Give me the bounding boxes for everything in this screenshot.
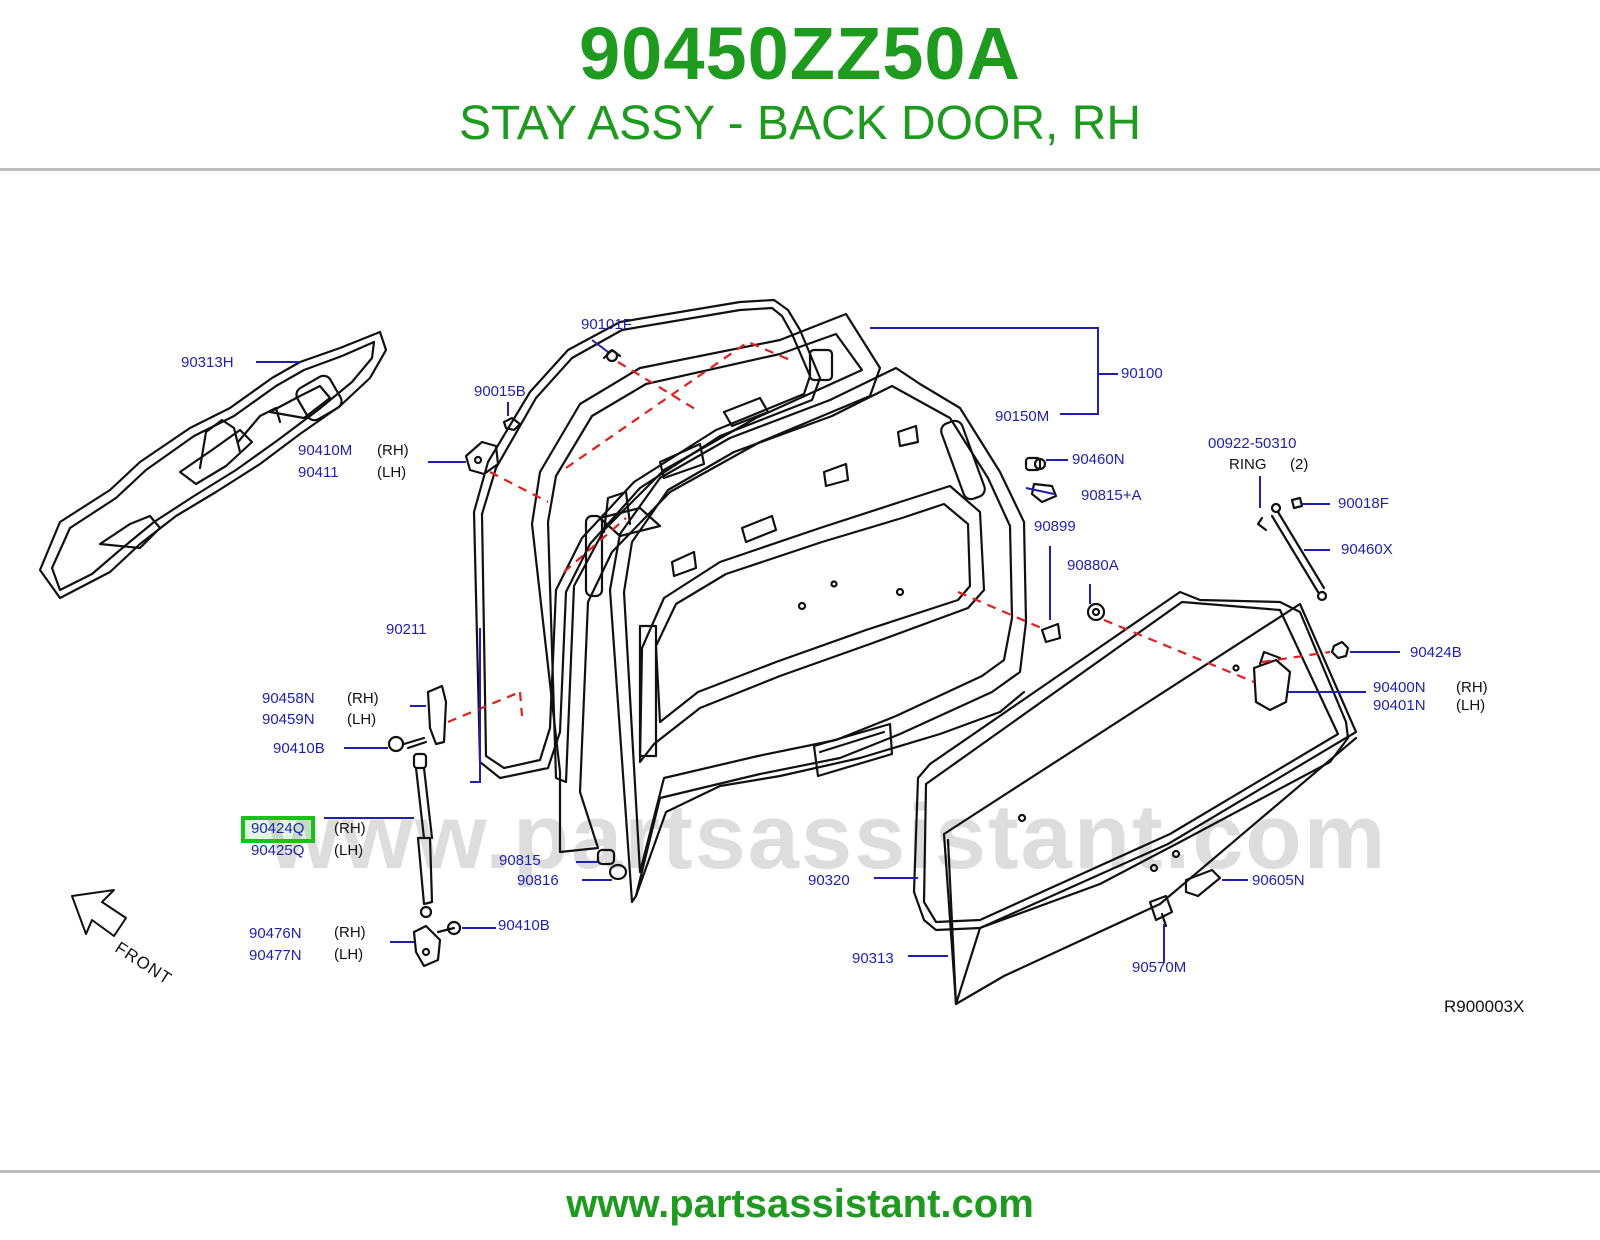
label-rh-90424Q: (RH) (334, 820, 366, 837)
label-lh-90477N: (LH) (334, 946, 364, 963)
label-lh-90425Q: (LH) (334, 842, 364, 859)
part-number-title: 90450ZZ50A (579, 12, 1021, 95)
label-90100[interactable]: 90100 (1121, 365, 1163, 382)
weatherstrip-90211 (472, 298, 822, 780)
footer-divider (0, 1170, 1600, 1173)
label-ring-qty: (2) (1290, 456, 1309, 473)
label-90150M[interactable]: 90150M (995, 408, 1050, 425)
label-90400N[interactable]: 90400N (1373, 679, 1426, 696)
label-90425Q[interactable]: 90425Q (251, 842, 305, 859)
gas-stay-90424Q (412, 752, 434, 919)
label-90815-plus-a[interactable]: 90815+A (1081, 487, 1142, 504)
label-90570M[interactable]: 90570M (1132, 959, 1187, 976)
header-divider (0, 168, 1600, 171)
label-90015B[interactable]: 90015B (474, 383, 526, 400)
label-rh-90410M: (RH) (377, 442, 409, 459)
label-90410B-lower[interactable]: 90410B (498, 917, 550, 934)
label-90211[interactable]: 90211 (386, 621, 427, 638)
diagram-drawing (38, 298, 1400, 1006)
highlight-box-90424Q (241, 816, 315, 843)
back-door-outer-panel-90100 (608, 366, 1028, 904)
label-90410M[interactable]: 90410M (298, 442, 353, 459)
label-90460X[interactable]: 90460X (1341, 541, 1393, 558)
label-rh-90476N: (RH) (334, 924, 366, 941)
label-90605N[interactable]: 90605N (1252, 872, 1305, 889)
label-90476N[interactable]: 90476N (249, 925, 302, 942)
label-90816[interactable]: 90816 (517, 872, 559, 889)
label-90320[interactable]: 90320 (808, 872, 850, 889)
label-90424B[interactable]: 90424B (1410, 644, 1462, 661)
label-lh-90459N: (LH) (347, 711, 377, 728)
parts-diagram: www.partsassistant.com (0, 172, 1600, 1168)
bracket-90015B (464, 416, 522, 476)
label-90459N[interactable]: 90459N (262, 711, 315, 728)
trim-panel-90313H (38, 330, 388, 600)
label-ring: RING (1229, 456, 1267, 473)
label-90313[interactable]: 90313 (852, 950, 894, 967)
label-90899[interactable]: 90899 (1034, 518, 1076, 535)
part-name-subtitle: STAY ASSY - BACK DOOR, RH (459, 97, 1141, 150)
label-90880A[interactable]: 90880A (1067, 557, 1119, 574)
footer-website-link[interactable]: www.partsassistant.com (566, 1182, 1034, 1226)
label-90401N[interactable]: 90401N (1373, 697, 1426, 714)
label-00922-50310[interactable]: 00922-50310 (1208, 435, 1297, 452)
label-rh-90400N: (RH) (1456, 679, 1488, 696)
label-90313H[interactable]: 90313H (181, 354, 234, 371)
back-door-glass-90320 (912, 590, 1358, 1006)
label-90411[interactable]: 90411 (298, 464, 339, 481)
label-90101F[interactable]: 90101F (581, 316, 632, 333)
label-lh-90401N: (LH) (1456, 697, 1486, 714)
label-90477N[interactable]: 90477N (249, 947, 302, 964)
header: 90450ZZ50A STAY ASSY - BACK DOOR, RH (0, 0, 1600, 168)
label-lh-90411: (LH) (377, 464, 407, 481)
label-90410B-upper[interactable]: 90410B (273, 740, 325, 757)
diagram-reference-code: R900003X (1444, 997, 1525, 1016)
label-90460N[interactable]: 90460N (1072, 451, 1125, 468)
label-90018F[interactable]: 90018F (1338, 495, 1389, 512)
back-door-inner-panel (530, 312, 882, 854)
label-rh-90458N: (RH) (347, 690, 379, 707)
label-90815[interactable]: 90815 (499, 852, 541, 869)
label-90458N[interactable]: 90458N (262, 690, 315, 707)
label-90424Q-selected[interactable]: 90424Q (251, 820, 305, 837)
